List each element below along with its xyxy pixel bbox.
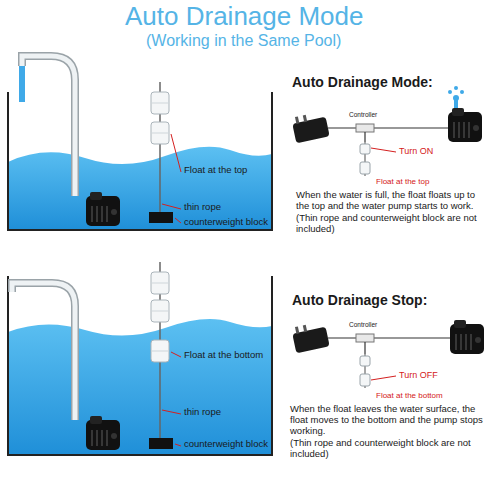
section-heading: Auto Drainage Stop:: [292, 292, 427, 308]
note: (Thin rope and counterweight block are n…: [290, 438, 484, 460]
tank: [8, 276, 272, 455]
leader-line: [371, 376, 396, 380]
counterweight: [149, 212, 173, 223]
hose: [22, 56, 75, 196]
switch-label: Turn ON: [399, 146, 433, 156]
float-icon: [360, 142, 370, 176]
controller-label: Controller: [349, 321, 377, 328]
pump: [86, 192, 120, 226]
float-icon: [360, 354, 370, 388]
fountain: [448, 86, 464, 108]
float: [151, 340, 169, 362]
wire: [328, 337, 452, 338]
water: [8, 319, 272, 455]
stopper: [151, 92, 169, 114]
description: When the float leaves the water surface,…: [290, 404, 484, 437]
float-label: Float at the bottom: [184, 350, 263, 361]
pump-icon: [450, 320, 484, 354]
water: [8, 147, 272, 230]
power-adapter: [292, 325, 329, 354]
subtitle: (Working in the Same Pool): [146, 32, 341, 50]
section-heading: Auto Drainage Mode:: [292, 74, 433, 90]
controller-label: Controller: [349, 111, 377, 118]
counterweight-label: counterweight block: [184, 217, 268, 228]
stopper: [151, 300, 169, 322]
hose: [12, 283, 75, 420]
title: Auto Drainage Mode: [125, 2, 363, 32]
wire: [328, 127, 460, 128]
controller-box: [356, 334, 374, 342]
rope-label: thin rope: [184, 407, 221, 418]
stopper: [151, 272, 169, 294]
float-label: Float at the top: [376, 177, 429, 186]
water-stream: [19, 66, 25, 102]
counterweight: [149, 438, 173, 449]
note: (Thin rope and counterweight block are n…: [296, 213, 482, 235]
pump: [86, 416, 120, 450]
switch-label: Turn OFF: [399, 370, 438, 380]
tank: [8, 92, 272, 230]
controller-box: [356, 124, 374, 132]
power-adapter: [292, 115, 329, 144]
rope-label: thin rope: [184, 202, 221, 213]
description: When the water is full, the float floats…: [296, 190, 482, 212]
counterweight-label: counterweight block: [184, 439, 268, 450]
float-label: Float at the bottom: [376, 391, 443, 400]
float-label: Float at the top: [184, 165, 247, 176]
pump-icon: [448, 108, 482, 142]
leader-line: [371, 148, 396, 152]
leader-lines: [162, 134, 181, 223]
leader-lines: [162, 352, 181, 446]
float: [151, 122, 169, 144]
